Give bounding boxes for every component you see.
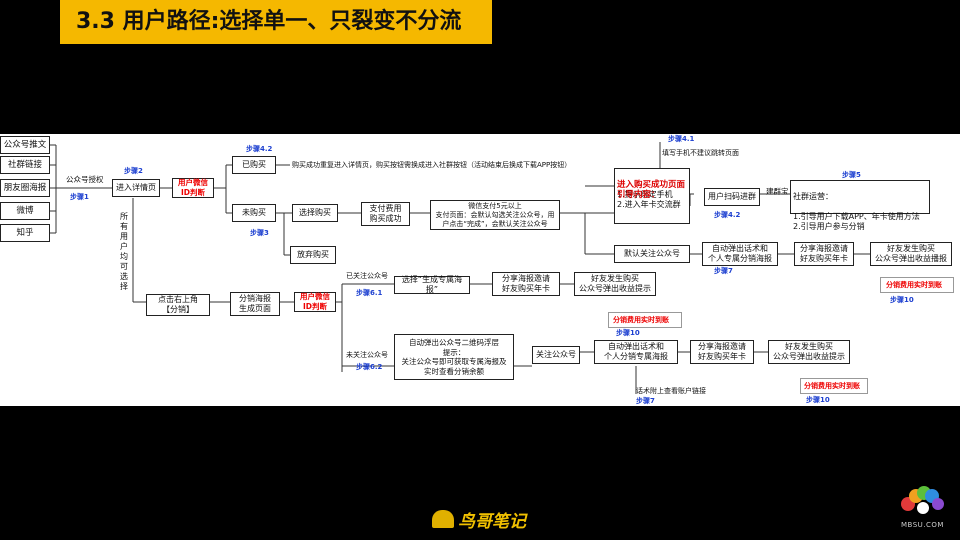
gen-poster-node: 选择“生成专属海报” (394, 275, 470, 294)
step-10-a: 步骤10 (890, 296, 914, 304)
connector-lines (50, 142, 870, 394)
scan-join-node: 用户扫码进群 (704, 188, 760, 206)
choose-buy-node: 选择购买 (292, 204, 338, 222)
bought-desc: 购买成功重复进入详情页，购买按钮需换成进入社群按钮（活动结束后换成下载APP按钮… (292, 161, 572, 169)
step-4-2-b: 步骤4.2 (714, 211, 741, 219)
fill-phone-note: 填写手机不建议跳转页面 (662, 149, 739, 157)
not-followed-label: 未关注公众号 (346, 351, 388, 359)
friend-buy-node-2: 好友发生购买 公众号弹出收益提示 (574, 272, 656, 296)
detail-page-node: 进入详情页 (112, 179, 160, 197)
brand-logo-text: 鸟哥笔记 (458, 511, 526, 532)
source-community-link: 社群链接 (0, 156, 50, 174)
red-note-box-2 (608, 312, 682, 328)
source-weibo: 微博 (0, 202, 50, 220)
share-poster-node-3: 分享海报邀请 好友购买年卡 (690, 340, 754, 364)
step-3: 步骤3 (250, 229, 269, 237)
friend-buy-node-3: 好友发生购买 公众号弹出收益提示 (768, 340, 850, 364)
build-group-label: 建群宝 (766, 187, 789, 196)
community-ops-node: 社群运营： 1.引导用户下载APP、年卡使用方法 2.引导用户参与分销 (790, 180, 930, 231)
dist-poster-page-node: 分销海报 生成页面 (230, 292, 280, 316)
not-bought-node: 未购买 (232, 204, 276, 222)
community-ops-title: 社群运营： (793, 192, 833, 201)
red-note-2: 分销费用实时到账 (613, 316, 669, 324)
attach-link-note: 话术附上查看账户链接 (636, 387, 706, 395)
bought-node: 已购买 (232, 156, 276, 174)
source-zhihu: 知乎 (0, 224, 50, 242)
red-note-box-3 (800, 378, 868, 394)
flow-diagram: 公众号推文 社群链接 朋友圈海报 微博 知乎 公众号授权 步骤1 步骤2 进入详… (0, 134, 960, 406)
source-wechat-article: 公众号推文 (0, 136, 50, 154)
red-note-box-1 (880, 277, 954, 293)
vertical-note: 所有用户均可选择 (120, 212, 128, 291)
friend-buy-node-1: 好友发生购买 公众号弹出收益播报 (870, 242, 952, 266)
auto-poster-node-1: 自动弹出话术和 个人专属分销海报 (702, 242, 778, 266)
userid-check-2: 用户微信 ID判断 (294, 292, 336, 312)
step-6-1: 步骤6.1 (356, 289, 383, 297)
brand-logo: 鸟哥笔记 (432, 506, 532, 532)
peacock-logo-icon (901, 486, 944, 514)
auth-label: 公众号授权 (66, 175, 104, 184)
give-up-node: 放弃购买 (290, 246, 336, 264)
success-page-node: 进入购买成功页面 引导内容： 1.提示绑定手机 2.进入年卡交流群 (614, 168, 690, 224)
top-right-dist-node: 点击右上角 【分销】 (146, 294, 210, 316)
bird-icon (432, 510, 454, 528)
step-10-c: 步骤10 (806, 396, 830, 404)
red-note-1: 分销费用实时到账 (886, 281, 942, 289)
success-page-items: 1.提示绑定手机 2.进入年卡交流群 (617, 190, 681, 209)
step-5: 步骤5 (842, 171, 861, 179)
default-follow-node: 默认关注公众号 (614, 245, 690, 263)
step-10-b: 步骤10 (616, 329, 640, 337)
community-ops-items: 1.引导用户下载APP、年卡使用方法 2.引导用户参与分销 (793, 212, 920, 231)
qr-popup-node: 自动弹出公众号二维码浮层 提示： 关注公众号即可获取专属海报及 实时查看分销余额 (394, 334, 514, 380)
auto-poster-node-2: 自动弹出话术和 个人分销专属海报 (594, 340, 678, 364)
userid-check-1: 用户微信 ID判断 (172, 178, 214, 198)
share-poster-node-2: 分享海报邀请 好友购买年卡 (492, 272, 560, 296)
share-poster-node-1: 分享海报邀请 好友购买年卡 (794, 242, 854, 266)
red-note-3: 分销费用实时到账 (804, 382, 860, 390)
step-7-a: 步骤7 (714, 267, 733, 275)
followed-label: 已关注公众号 (346, 272, 388, 280)
step-4-2-a: 步骤4.2 (246, 145, 273, 153)
success-page-title: 进入购买成功页面 引导内容： (617, 180, 686, 200)
step-6-2: 步骤6.2 (356, 363, 383, 371)
slide-title: 3.3 用户路径:选择单一、只裂变不分流 (60, 0, 492, 44)
pay-desc-node: 微信支付5元以上 支付页面：会默认勾选关注公众号，用户点击“完成”，会默认关注公… (430, 200, 560, 230)
step-4-1: 步骤4.1 (668, 135, 695, 143)
source-moments-poster: 朋友圈海报 (0, 179, 50, 197)
site-watermark: MBSU.COM (901, 521, 944, 529)
follow-account-node: 关注公众号 (532, 346, 580, 364)
pay-success-node: 支付费用 购买成功 (361, 202, 410, 226)
step-2: 步骤2 (124, 167, 143, 175)
step-1: 步骤1 (70, 193, 89, 201)
step-7-b: 步骤7 (636, 397, 655, 405)
